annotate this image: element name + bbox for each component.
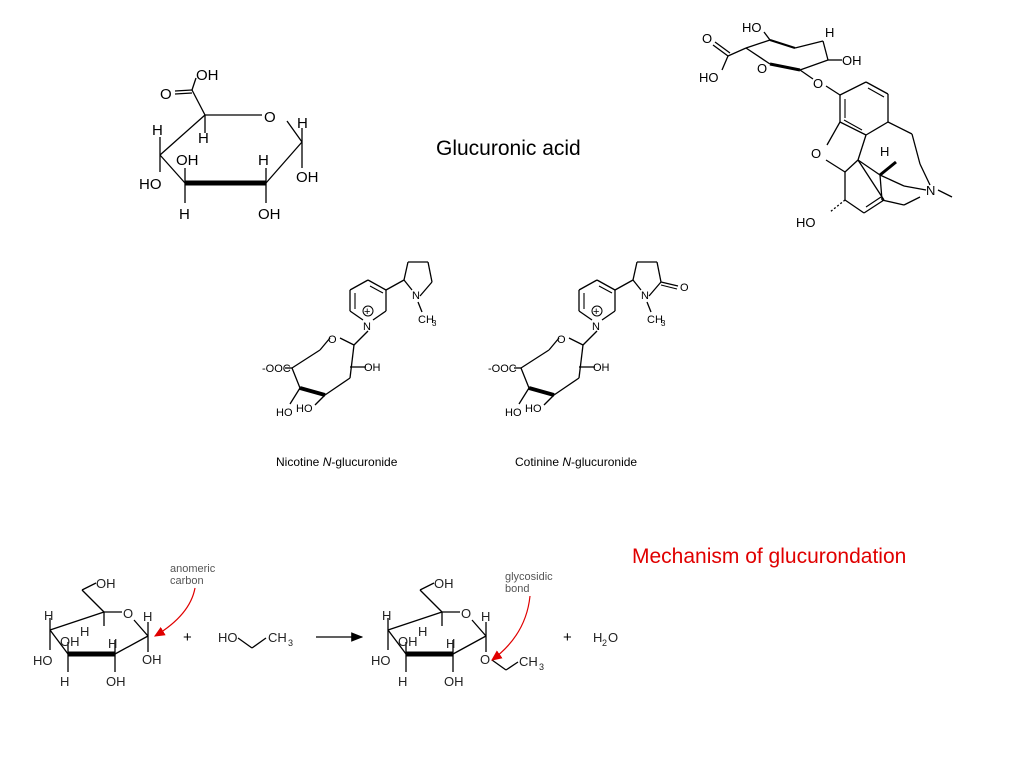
svg-text:HO: HO [742,20,762,35]
svg-text:H: H [179,206,190,223]
svg-text:H: H [297,115,308,132]
svg-text:H: H [382,608,391,623]
cotinine-glucuronide-caption: Cotinine N-glucuronide [515,455,638,469]
svg-text:OH: OH [196,67,219,84]
cotinine-glucuronide-structure: + N O N CH 3 O OH -OOC HO HO [488,261,689,419]
svg-text:OH: OH [176,152,199,169]
svg-text:N: N [926,183,935,198]
svg-text:anomeric: anomeric [170,563,216,575]
svg-text:OH: OH [106,674,126,689]
svg-text:O: O [757,61,767,76]
svg-text:H: H [481,609,490,624]
svg-text:OH: OH [364,362,381,374]
svg-text:O: O [608,630,618,645]
ethanol-structure: HO CH 3 [218,630,293,649]
svg-text:OH: OH [96,576,116,591]
svg-text:glycosidic: glycosidic [505,571,553,583]
morphine-glucuronide-structure: O HO HO H OH O O O H N [699,20,953,230]
svg-text:HO: HO [525,403,542,415]
anomeric-carbon-note: anomeric carbon [153,563,216,637]
svg-text:O: O [328,334,337,346]
svg-text:N: N [641,290,649,302]
glucuronic-acid-structure: OH O O H H OH H OH OH H H HO [139,67,319,223]
svg-text:CH: CH [647,314,663,326]
svg-text:HO: HO [218,630,238,645]
svg-text:H: H [198,130,209,147]
svg-text:H: H [108,636,117,651]
svg-text:O: O [160,86,172,103]
svg-text:N: N [363,321,371,333]
svg-text:H: H [44,608,53,623]
svg-text:H: H [80,624,89,639]
svg-text:OH: OH [434,576,454,591]
svg-text:OH: OH [296,169,319,186]
glycosidic-bond-note: glycosidic bond [491,571,553,661]
svg-text:O: O [461,606,471,621]
svg-text:H: H [258,152,269,169]
svg-text:+: + [593,306,599,318]
svg-text:HO: HO [139,176,162,193]
svg-text:carbon: carbon [170,575,204,587]
svg-text:O: O [480,652,490,667]
svg-text:N: N [412,290,420,302]
svg-text:2: 2 [602,638,607,648]
svg-text:HO: HO [33,653,53,668]
svg-text:HO: HO [699,70,719,85]
svg-text:OH: OH [258,206,281,223]
svg-text:3: 3 [288,638,293,648]
svg-text:O: O [557,334,566,346]
nicotine-glucuronide-structure: + N N CH 3 O OH -OOC HO HO [262,261,437,419]
svg-text:H: H [152,122,163,139]
glucose-structure: OH O H OH H H OH OH H H HO [33,576,162,689]
svg-text:HO: HO [371,653,391,668]
svg-text:3: 3 [661,319,666,328]
svg-text:H: H [143,609,152,624]
svg-text:HO: HO [276,407,293,419]
ethyl-glucoside-structure: OH O H O CH 3 H H OH OH H H HO [371,576,544,689]
plus-sign-1: + [183,629,192,646]
svg-text:H: H [446,636,455,651]
svg-text:CH: CH [268,630,287,645]
svg-text:H: H [418,624,427,639]
glucuronic-acid-label: Glucuronic acid [436,137,581,160]
nicotine-glucuronide-caption: Nicotine N-glucuronide [276,455,398,469]
svg-text:OH: OH [444,674,464,689]
water-label: H 2 O [593,630,618,648]
svg-text:OH: OH [842,53,862,68]
svg-text:HO: HO [296,403,313,415]
svg-text:O: O [813,76,823,91]
svg-text:+: + [364,306,370,318]
svg-text:CH: CH [519,654,538,669]
mechanism-label: Mechanism of glucurondation [632,545,907,568]
svg-text:bond: bond [505,583,529,595]
svg-text:H: H [398,674,407,689]
plus-sign-2: + [563,629,572,646]
svg-text:H: H [60,674,69,689]
svg-text:OH: OH [60,634,80,649]
svg-text:HO: HO [796,215,816,230]
svg-text:N: N [592,321,600,333]
svg-text:OH: OH [593,362,610,374]
svg-text:O: O [680,282,689,294]
svg-text:O: O [702,31,712,46]
svg-text:3: 3 [432,319,437,328]
svg-text:O: O [264,109,276,126]
svg-text:-OOC: -OOC [262,363,291,375]
svg-text:OH: OH [142,652,162,667]
svg-text:3: 3 [539,662,544,672]
svg-text:HO: HO [505,407,522,419]
svg-text:OH: OH [398,634,418,649]
svg-text:H: H [880,144,889,159]
svg-text:CH: CH [418,314,434,326]
svg-text:O: O [123,606,133,621]
svg-text:H: H [593,630,602,645]
svg-text:H: H [825,25,834,40]
svg-text:O: O [811,146,821,161]
svg-text:-OOC: -OOC [488,363,517,375]
